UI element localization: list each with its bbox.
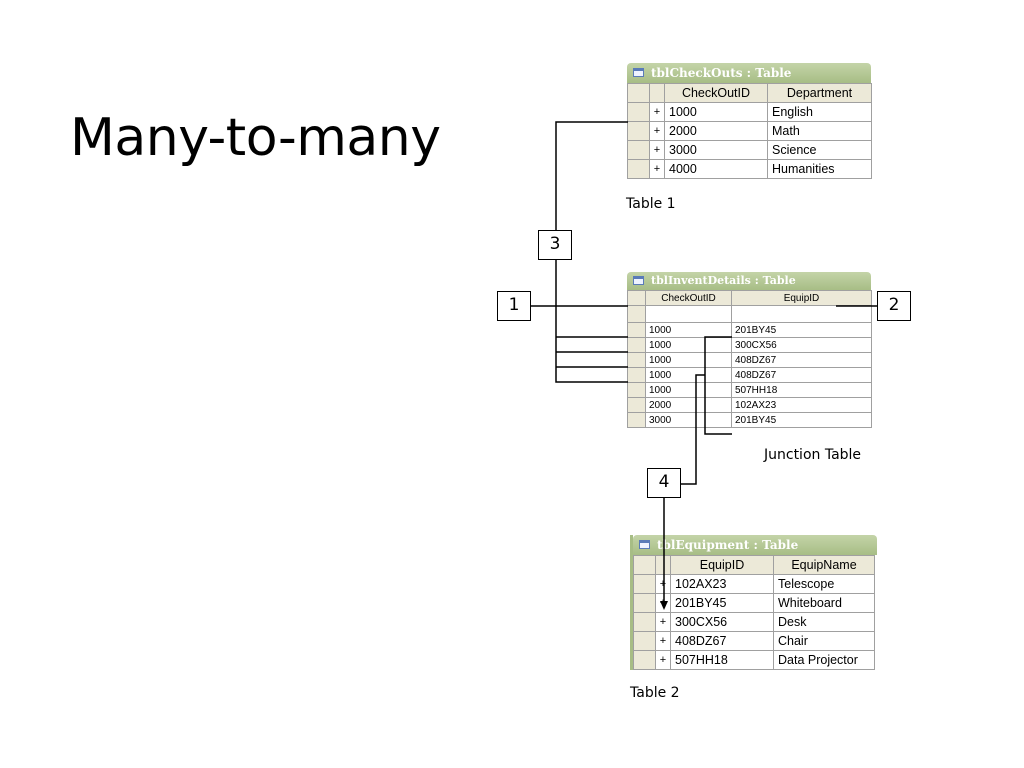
table1-caption: Table 1 xyxy=(626,196,676,212)
equipname-cell[interactable]: Data Projector xyxy=(773,650,875,670)
column-header[interactable]: EquipID xyxy=(670,555,774,575)
callout-1: 1 xyxy=(497,291,531,321)
table2-window: tblEquipment : Table EquipID EquipName +… xyxy=(630,535,877,670)
table-icon xyxy=(633,276,644,285)
junction-window: tblInventDetails : Table CheckOutID Equi… xyxy=(627,272,872,428)
blank-row xyxy=(627,305,872,323)
table2-caption: Table 2 xyxy=(630,685,680,701)
department-cell[interactable]: Science xyxy=(767,140,872,160)
table-row[interactable]: 2000 102AX23 xyxy=(627,397,872,413)
table-icon xyxy=(633,68,644,77)
department-cell[interactable]: Humanities xyxy=(767,159,872,179)
callout-3: 3 xyxy=(538,230,572,260)
table1-window: tblCheckOuts : Table CheckOutID Departme… xyxy=(627,63,872,179)
callout-4: 4 xyxy=(647,468,681,498)
record-selector[interactable] xyxy=(633,574,656,594)
equipid-cell[interactable]: 201BY45 xyxy=(731,412,872,428)
table-row[interactable]: 3000 201BY45 xyxy=(627,412,872,428)
equipname-cell[interactable]: Telescope xyxy=(773,574,875,594)
table-icon xyxy=(639,540,650,549)
equipid-cell[interactable]: 507HH18 xyxy=(670,650,774,670)
equipid-cell[interactable]: 102AX23 xyxy=(670,574,774,594)
table2-title: tblEquipment : Table xyxy=(657,538,799,552)
junction-caption: Junction Table xyxy=(764,447,862,463)
connector-line xyxy=(681,374,705,485)
slide-title: Many-to-many xyxy=(70,108,441,168)
table1-grid: CheckOutID Department + 1000 English + 2… xyxy=(627,83,872,179)
table-row[interactable]: 1000 408DZ67 xyxy=(627,352,872,368)
junction-titlebar: tblInventDetails : Table xyxy=(627,272,871,290)
table-row[interactable]: + 4000 Humanities xyxy=(627,159,872,179)
table2-grid: EquipID EquipName + 102AX23 Telescope + … xyxy=(633,555,875,670)
checkoutid-cell[interactable]: 4000 xyxy=(664,159,768,179)
table1-titlebar: tblCheckOuts : Table xyxy=(627,63,871,83)
record-selector-header xyxy=(633,555,656,575)
junction-title: tblInventDetails : Table xyxy=(651,274,796,287)
connector-line xyxy=(704,336,732,435)
record-selector[interactable] xyxy=(633,650,656,670)
column-header[interactable]: Department xyxy=(767,83,872,103)
record-selector[interactable] xyxy=(633,612,656,632)
table2-titlebar: tblEquipment : Table xyxy=(633,535,877,555)
record-selector[interactable] xyxy=(627,102,650,122)
callout-2: 2 xyxy=(877,291,911,321)
record-selector[interactable] xyxy=(627,412,646,428)
table-row[interactable]: + 507HH18 Data Projector xyxy=(633,650,875,670)
table-row[interactable]: + 201BY45 Whiteboard xyxy=(633,593,875,613)
record-selector[interactable] xyxy=(627,121,650,141)
junction-grid: CheckOutID EquipID 1000 201BY45 1000 300… xyxy=(627,290,872,428)
table-row[interactable]: + 102AX23 Telescope xyxy=(633,574,875,594)
arrow-head xyxy=(660,601,668,610)
table1-title: tblCheckOuts : Table xyxy=(651,66,792,80)
column-header[interactable]: EquipID xyxy=(731,290,872,306)
